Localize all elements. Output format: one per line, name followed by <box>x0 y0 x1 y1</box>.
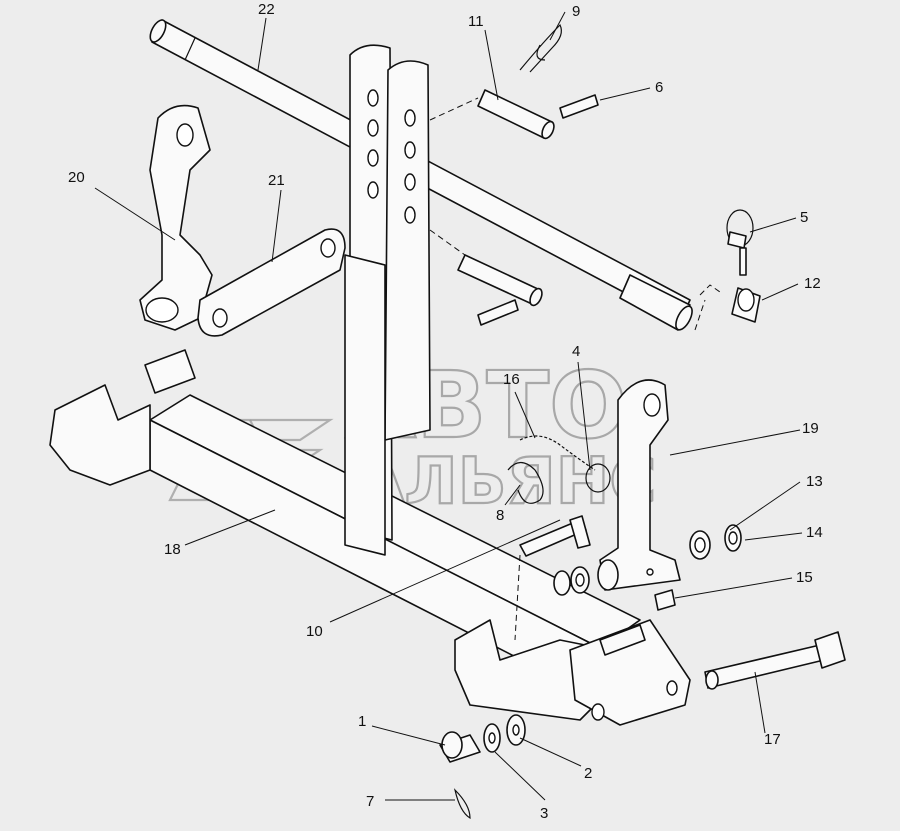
part-3-washer <box>483 723 501 753</box>
part-12-collar <box>694 284 761 331</box>
part-20-arm <box>139 104 213 331</box>
callout-21: 21 <box>268 172 285 189</box>
part-11-pin <box>429 89 555 140</box>
callout-7: 7 <box>366 793 374 810</box>
callout-4: 4 <box>572 343 580 360</box>
callout-10: 10 <box>306 623 323 640</box>
part-1-nut <box>439 731 481 763</box>
callout-19: 19 <box>802 420 819 437</box>
callout-9: 9 <box>572 3 580 20</box>
part-13-bushing <box>689 530 711 560</box>
part-5-ring-pin <box>726 209 754 276</box>
callout-14: 14 <box>806 524 823 541</box>
callout-16: 16 <box>503 371 520 388</box>
callout-20: 20 <box>68 169 85 186</box>
part-mast-pin <box>429 229 543 326</box>
callout-13: 13 <box>806 473 823 490</box>
callout-18: 18 <box>164 541 181 558</box>
callout-11: 11 <box>468 13 484 30</box>
callout-3: 3 <box>540 805 548 822</box>
part-8-clip <box>507 461 544 504</box>
callout-12: 12 <box>804 275 821 292</box>
part-mast <box>344 44 431 556</box>
part-16-chain <box>519 435 596 471</box>
part-4-ring <box>585 463 611 493</box>
part-6-key <box>559 94 599 119</box>
part-19-arm <box>597 379 681 591</box>
part-2-washer <box>506 714 526 746</box>
part-14-washer <box>724 524 742 552</box>
callout-17: 17 <box>764 731 781 748</box>
callout-6: 6 <box>655 79 663 96</box>
callout-5: 5 <box>800 209 808 226</box>
callout-labels: 22 11 9 6 20 21 5 12 4 16 19 13 14 15 8 … <box>68 1 823 822</box>
part-7-cotter-pin <box>453 788 471 820</box>
part-18-beam <box>49 349 691 726</box>
callout-8: 8 <box>496 507 504 524</box>
part-10-lpin <box>514 515 591 641</box>
part-21-link <box>197 228 346 337</box>
part-bushings-left <box>553 566 590 596</box>
part-17-bolt <box>704 631 846 690</box>
callout-2: 2 <box>584 765 592 782</box>
callout-22: 22 <box>258 1 275 18</box>
callout-1: 1 <box>358 713 366 730</box>
part-9-clip <box>519 23 562 73</box>
leader-lines <box>94 11 803 801</box>
callout-15: 15 <box>796 569 813 586</box>
part-15-grease-nipple <box>646 568 676 611</box>
